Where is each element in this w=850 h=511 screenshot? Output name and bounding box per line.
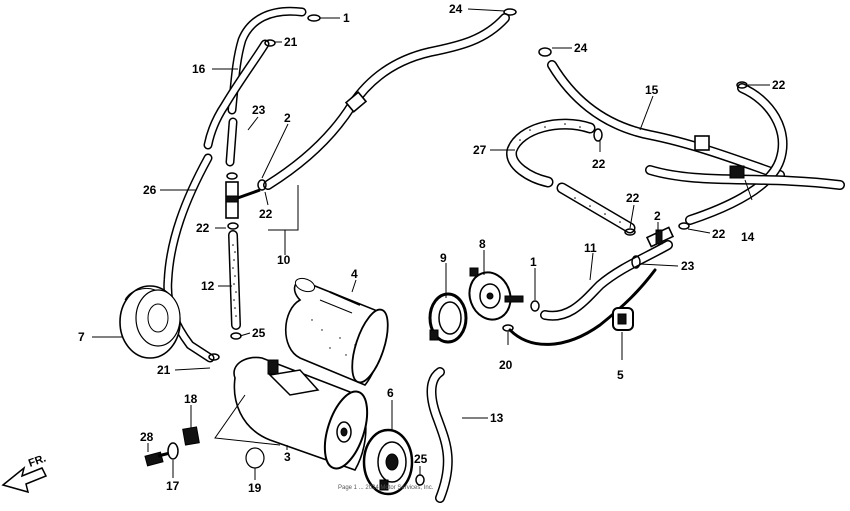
washer-17 (167, 442, 179, 460)
callout-2: 2 (654, 209, 661, 223)
callout-22: 22 (592, 157, 606, 171)
callout-11: 11 (584, 241, 597, 255)
footer-watermark: Page 1 ... 2024 Motor Services, Inc. (338, 485, 434, 491)
callout-15: 15 (645, 83, 659, 97)
front-direction-label: FR. (27, 452, 48, 469)
leader-lines (92, 8, 770, 480)
callout-25: 25 (414, 452, 428, 466)
callout-20: 20 (499, 358, 513, 372)
callout-6: 6 (387, 386, 394, 400)
callout-3: 3 (284, 450, 291, 464)
callout-27: 27 (473, 143, 487, 157)
callout-9: 9 (440, 251, 447, 265)
callout-labels: 1 21 16 23 2 26 22 22 10 12 4 25 7 21 18… (78, 2, 786, 495)
hose-14 (645, 83, 845, 225)
callout-23: 23 (252, 103, 266, 117)
gasket-9 (428, 292, 468, 344)
callout-1: 1 (343, 11, 350, 25)
callout-22: 22 (626, 191, 640, 205)
callout-7: 7 (78, 330, 85, 344)
callout-24: 24 (574, 41, 588, 55)
joint-2-right (645, 226, 675, 248)
front-direction-arrow: FR. (1, 452, 48, 494)
hose-27 (506, 118, 636, 234)
valve-8 (468, 267, 524, 321)
joint-2-left (225, 181, 261, 219)
hose-16 (203, 6, 307, 150)
callout-10: 10 (277, 253, 291, 267)
callout-16: 16 (192, 62, 206, 76)
callout-21: 21 (157, 363, 171, 377)
canister-3 (214, 356, 369, 471)
callout-8: 8 (479, 237, 486, 251)
filter-element-4 (284, 277, 389, 386)
callout-22: 22 (712, 227, 726, 241)
callout-4: 4 (351, 267, 358, 281)
callout-24: 24 (449, 2, 463, 16)
callout-23: 23 (681, 259, 695, 273)
o-ring-19 (245, 447, 265, 469)
callout-1: 1 (530, 255, 537, 269)
callout-28: 28 (140, 430, 154, 444)
callout-21: 21 (284, 35, 298, 49)
hose-15 (547, 60, 785, 180)
hose-clips-right (415, 8, 748, 486)
callout-19: 19 (248, 481, 262, 495)
callout-5: 5 (617, 368, 624, 382)
hose-23-left (225, 117, 238, 167)
callout-22: 22 (259, 207, 273, 221)
callout-17: 17 (166, 479, 180, 493)
hose-13 (426, 367, 453, 503)
callout-18: 18 (184, 392, 198, 406)
hose-11 (508, 240, 673, 346)
hose-10 (263, 13, 510, 190)
callout-25: 25 (252, 326, 266, 340)
cap-6 (362, 428, 414, 496)
hose-12 (228, 230, 241, 330)
callout-12: 12 (201, 279, 215, 293)
clamp-5 (612, 307, 634, 331)
callout-22: 22 (196, 221, 210, 235)
nut-18 (182, 426, 200, 446)
air-filter-7 (119, 285, 181, 359)
callout-13: 13 (490, 411, 504, 425)
callout-14: 14 (741, 230, 755, 244)
callout-2: 2 (284, 111, 291, 125)
callout-26: 26 (143, 183, 157, 197)
callout-22: 22 (772, 78, 786, 92)
